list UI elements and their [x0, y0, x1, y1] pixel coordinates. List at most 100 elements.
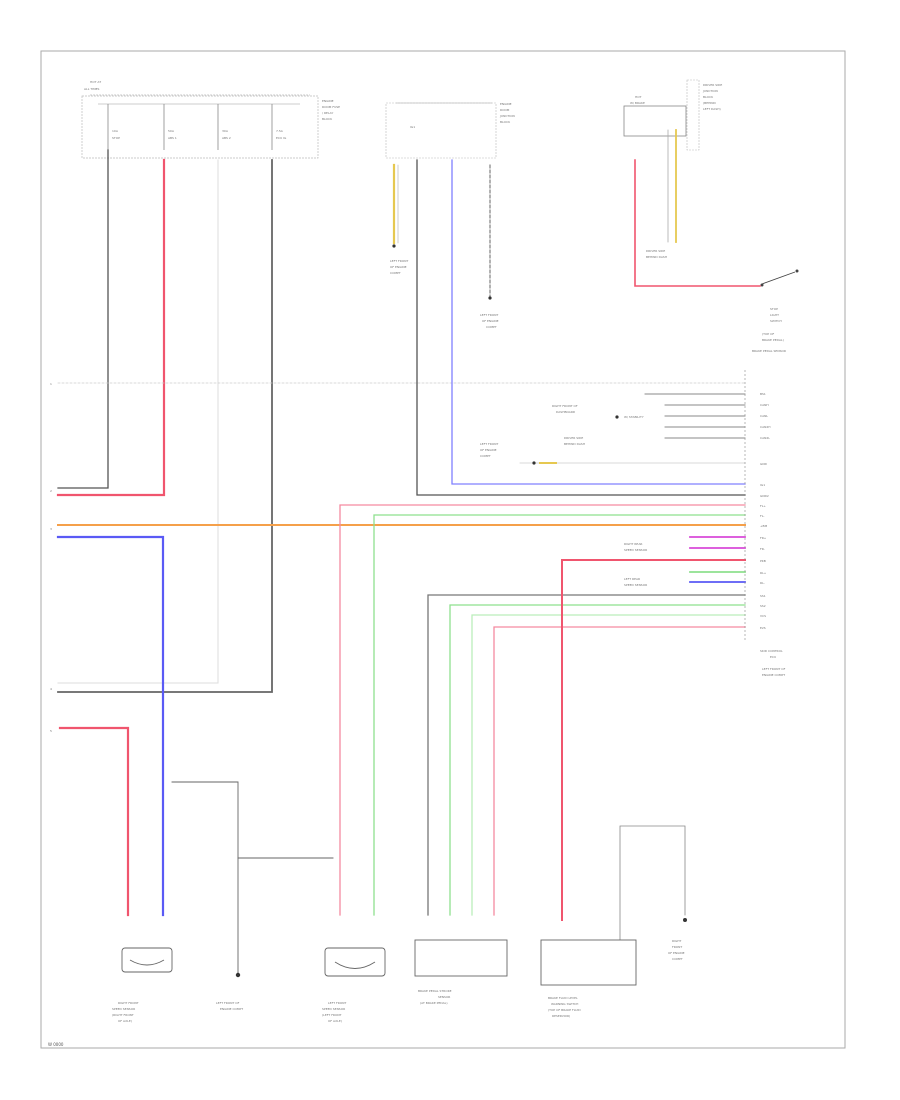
svg-text:IG1: IG1	[760, 483, 765, 487]
svg-text:ABS 1: ABS 1	[168, 136, 177, 140]
svg-text:SS2: SS2	[760, 604, 766, 608]
svg-text:(TOP OF: (TOP OF	[762, 332, 774, 336]
svg-text:BLOCK: BLOCK	[322, 117, 333, 121]
svg-text:FR-: FR-	[760, 547, 765, 551]
svg-text:50A: 50A	[168, 129, 175, 133]
svg-text:BLOCK: BLOCK	[500, 120, 511, 124]
svg-text:OF AXLE): OF AXLE)	[328, 1019, 342, 1023]
svg-text:SPEED SENSOR: SPEED SENSOR	[112, 1007, 135, 1011]
svg-text:RIGHT: RIGHT	[672, 939, 682, 943]
svg-text:7.5A: 7.5A	[276, 129, 284, 133]
svg-text:RESERVOIR): RESERVOIR)	[552, 1014, 570, 1018]
brake-fluid-level-switch: BRAKE FLUID LEVEL WARNING SWITCH (TOP OF…	[540, 939, 637, 1018]
svg-text:(RIGHT FRONT: (RIGHT FRONT	[112, 1013, 134, 1017]
svg-text:SS1: SS1	[760, 594, 766, 598]
svg-text:SPEED SENSOR: SPEED SENSOR	[624, 548, 647, 552]
fuse-3: 30A ABS 2	[217, 104, 231, 150]
svg-text:ROOM: ROOM	[500, 108, 510, 112]
fuse-1: 10A STOP	[107, 104, 120, 150]
svg-text:+BM: +BM	[760, 524, 768, 528]
fuse-4: 7.5A ECU IG	[271, 104, 287, 150]
svg-text:ENGINE COMPT: ENGINE COMPT	[220, 1007, 243, 1011]
stop-light-switch: STOP LIGHT SWITCH (TOP OF BRAKE PEDAL) B…	[752, 269, 799, 353]
svg-text:BRAKE FLUID LEVEL: BRAKE FLUID LEVEL	[548, 996, 578, 1000]
svg-text:OF ENGINE: OF ENGINE	[668, 951, 685, 955]
svg-text:CANH: CANH	[760, 403, 769, 407]
fuse-2: 50A ABS 1	[163, 104, 177, 150]
svg-text:BLOCK: BLOCK	[703, 95, 714, 99]
fuse-box-label: HOT AT	[90, 80, 101, 84]
svg-text:ROOM FUSE: ROOM FUSE	[322, 105, 340, 109]
svg-text:ENGINE COMPT: ENGINE COMPT	[762, 673, 785, 677]
svg-text:GND: GND	[760, 462, 768, 466]
svg-text:LEFT REAR: LEFT REAR	[624, 577, 640, 581]
svg-text:LEFT FRONT: LEFT FRONT	[480, 442, 498, 446]
svg-text:SENSOR: SENSOR	[438, 995, 450, 999]
left-front-speed-sensor: LEFT FRONT SPEED SENSOR (LEFT FRONT OF A…	[322, 947, 386, 1023]
svg-text:JUNCTION: JUNCTION	[499, 114, 515, 118]
svg-text:SWITCH: SWITCH	[770, 319, 782, 323]
svg-text:E2S: E2S	[760, 626, 766, 630]
wires	[56, 129, 761, 976]
fuse-box-group: HOT AT ALL TIMES ENGINE ROOM FUSE / RELA…	[81, 80, 340, 159]
svg-text:PKB: PKB	[760, 559, 766, 563]
svg-text:IG1: IG1	[410, 125, 415, 129]
svg-text:RL+: RL+	[760, 571, 767, 575]
svg-text:CAN2H: CAN2H	[760, 425, 771, 429]
svg-text:BEHIND DASH: BEHIND DASH	[646, 255, 667, 259]
svg-text:ENGINE: ENGINE	[500, 102, 512, 106]
svg-text:RIGHT REAR: RIGHT REAR	[624, 542, 642, 546]
svg-text:LEFT FRONT: LEFT FRONT	[480, 313, 498, 317]
svg-text:FR+: FR+	[760, 536, 767, 540]
svg-text:LEFT FRONT: LEFT FRONT	[328, 1001, 346, 1005]
diagram-frame	[40, 50, 846, 1049]
svg-text:OF AXLE): OF AXLE)	[118, 1019, 132, 1023]
svg-text:SPEED SENSOR: SPEED SENSOR	[322, 1007, 345, 1011]
svg-text:JUNCTION: JUNCTION	[702, 89, 718, 93]
svg-text:DRIVER SIDE: DRIVER SIDE	[703, 83, 722, 87]
svg-text:4: 4	[50, 687, 52, 691]
abs-control-module: BS1 CANH CANL CAN2H CAN2L GND IG1 GND2 F…	[744, 370, 786, 677]
ground-point: LEFT FRONT OF ENGINE COMPT	[216, 972, 243, 1011]
svg-text:STOP: STOP	[112, 136, 120, 140]
svg-text:CAN2L: CAN2L	[760, 436, 770, 440]
svg-text:COMPT: COMPT	[390, 271, 401, 275]
svg-text:(BEHIND: (BEHIND	[703, 101, 717, 105]
svg-text:30A: 30A	[222, 129, 229, 133]
svg-text:GND2: GND2	[760, 494, 769, 498]
svg-text:STOP: STOP	[770, 307, 778, 311]
svg-text:DRIVER SIDE: DRIVER SIDE	[564, 436, 583, 440]
right-front-speed-sensor: RIGHT FRONT SPEED SENSOR (RIGHT FRONT OF…	[112, 947, 173, 1023]
brake-pedal-stroke-sensor: BRAKE PEDAL STROKE SENSOR (AT BRAKE PEDA…	[414, 939, 508, 1005]
svg-text:(AT BRAKE PEDAL): (AT BRAKE PEDAL)	[420, 1001, 448, 1005]
svg-text:HOT: HOT	[635, 95, 642, 99]
svg-text:BRAKE PEDAL SENSOR: BRAKE PEDAL SENSOR	[752, 349, 786, 353]
svg-text:SPEED SENSOR: SPEED SENSOR	[624, 583, 647, 587]
svg-text:RIGHT FRONT OF: RIGHT FRONT OF	[552, 404, 578, 408]
junction-block: HOT W/ BRAKE DRIVER SIDE JUNCTION BLOCK …	[623, 79, 722, 151]
svg-text:OF ENGINE: OF ENGINE	[482, 319, 499, 323]
sensor-labels: RIGHT FRONT OF DASHBOARD W/ STABILITY LE…	[480, 404, 644, 465]
svg-text:RL-: RL-	[760, 581, 765, 585]
footer-code: W 0000	[48, 1042, 64, 1047]
fuse-box	[81, 95, 319, 159]
svg-text:ENGINE: ENGINE	[322, 99, 334, 103]
svg-text:FRONT: FRONT	[672, 945, 682, 949]
svg-text:DASHBOARD: DASHBOARD	[556, 410, 576, 414]
svg-text:LEFT FRONT: LEFT FRONT	[390, 259, 408, 263]
svg-text:COMPT: COMPT	[486, 325, 497, 329]
svg-text:LEFT FRONT OF: LEFT FRONT OF	[762, 667, 786, 671]
svg-text:(LEFT FRONT: (LEFT FRONT	[322, 1013, 342, 1017]
svg-text:ECU: ECU	[770, 655, 776, 659]
svg-text:BEHIND DASH: BEHIND DASH	[564, 442, 585, 446]
svg-text:ABS 2: ABS 2	[222, 136, 231, 140]
svg-text:WARNING SWITCH: WARNING SWITCH	[551, 1002, 578, 1006]
right-ground: RIGHT FRONT OF ENGINE COMPT	[668, 918, 687, 961]
svg-text:W/ BRAKE: W/ BRAKE	[630, 101, 645, 105]
svg-text:1: 1	[50, 382, 52, 386]
svg-text:OF ENGINE: OF ENGINE	[480, 448, 497, 452]
svg-text:LEFT DASH): LEFT DASH)	[703, 107, 721, 111]
svg-text:BS1: BS1	[760, 392, 766, 396]
svg-text:ECU IG: ECU IG	[276, 136, 287, 140]
